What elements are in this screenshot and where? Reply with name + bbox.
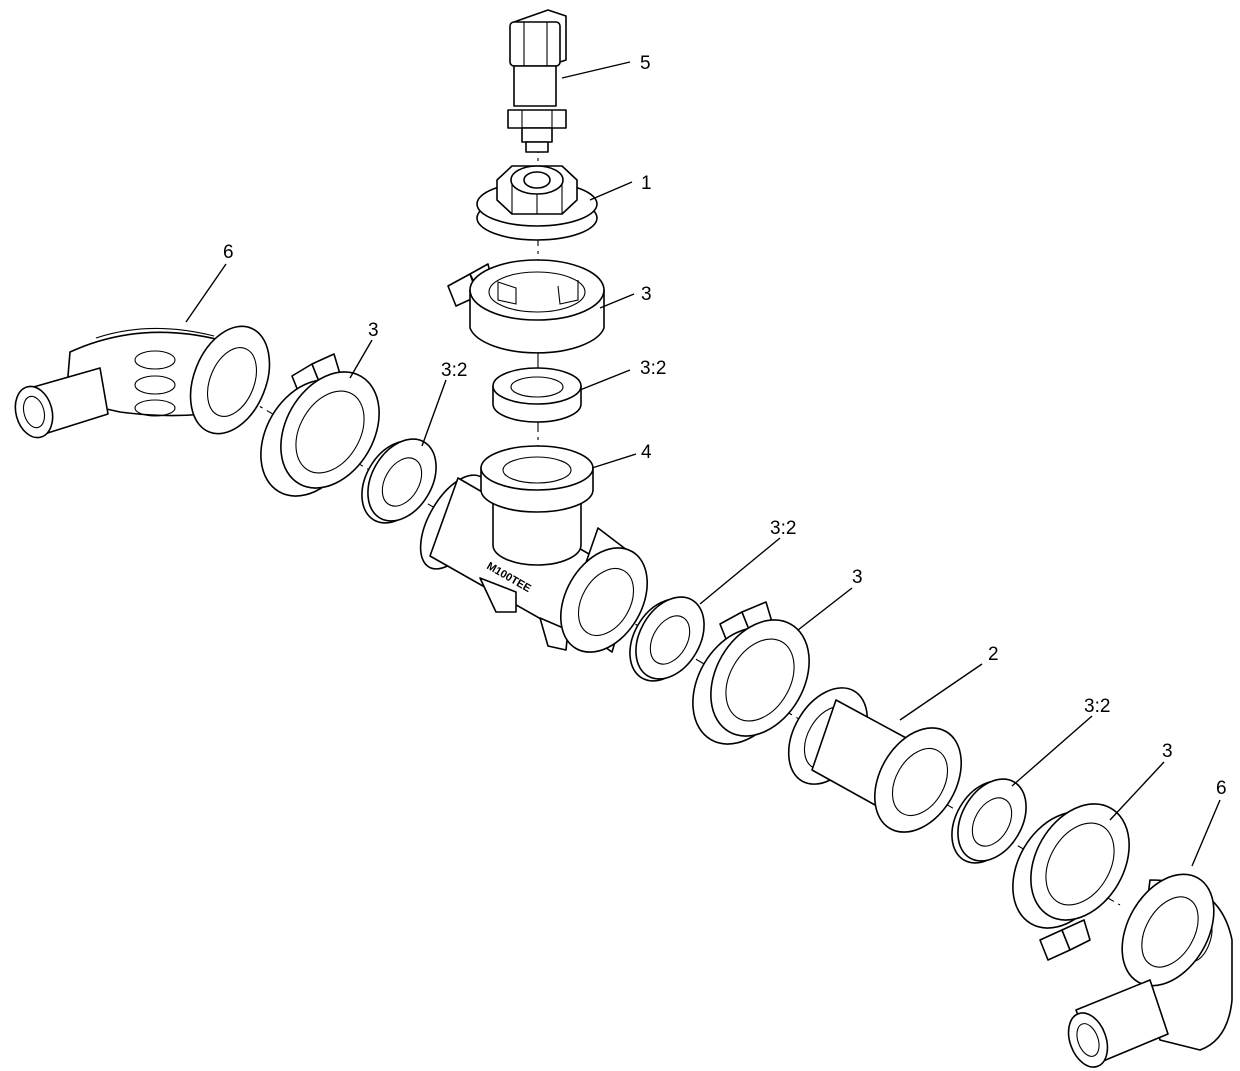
callout-3-2-mid: 3:2 (770, 518, 796, 539)
callout-2: 2 (988, 644, 999, 665)
callout-3-mid: 3 (852, 567, 863, 588)
leader-5 (561, 61, 631, 79)
leader-3-2-left (421, 379, 447, 447)
part-5-sensor (507, 9, 567, 153)
part-3-clamp-right (1012, 803, 1130, 961)
callout-1: 1 (641, 173, 652, 194)
part-6-elbow-left (14, 325, 271, 439)
leader-1 (589, 181, 633, 201)
leader-3-left (349, 339, 373, 379)
leader-3-2-mid (699, 537, 781, 605)
leader-6-left (185, 263, 227, 323)
leader-3-top (599, 293, 635, 309)
part-3-2-gasket-right (951, 778, 1027, 864)
leader-3-right (1109, 761, 1165, 821)
part-2-spool (787, 687, 963, 833)
leader-lines (185, 61, 1221, 867)
callout-3-2-right: 3:2 (1084, 696, 1110, 717)
part-1-adapter (476, 165, 598, 241)
callout-3-right: 3 (1162, 741, 1173, 762)
part-4-tee-body: M100TEE (419, 445, 649, 653)
callout-5: 5 (640, 53, 651, 74)
leader-3-mid (797, 587, 853, 631)
leader-3-2-right (1011, 715, 1093, 787)
leader-4 (591, 453, 637, 469)
callout-6-left: 6 (223, 242, 234, 263)
callout-3-2-top: 3:2 (640, 358, 666, 379)
callout-4: 4 (641, 442, 652, 463)
leader-3-2-top (579, 369, 631, 391)
part-3-clamp-left (260, 353, 380, 497)
part-3-2-gasket-left (361, 438, 437, 524)
part-3-2-gasket-top (492, 367, 582, 423)
callout-labels: 5 1 3 3:2 4 6 3 3:2 3:2 3 2 3:2 3 6 (223, 53, 1227, 799)
part-6-elbow-right (1067, 873, 1233, 1068)
callout-3-2-left: 3:2 (441, 360, 467, 381)
callout-6-right: 6 (1216, 778, 1227, 799)
part-3-clamp-mid (692, 601, 810, 745)
leader-6-right (1191, 799, 1221, 867)
part-3-clamp-top (447, 259, 605, 354)
part-3-2-gasket-mid (629, 596, 705, 682)
callout-3-left: 3 (368, 320, 379, 341)
leader-2 (899, 663, 983, 721)
callout-3-top: 3 (641, 284, 652, 305)
